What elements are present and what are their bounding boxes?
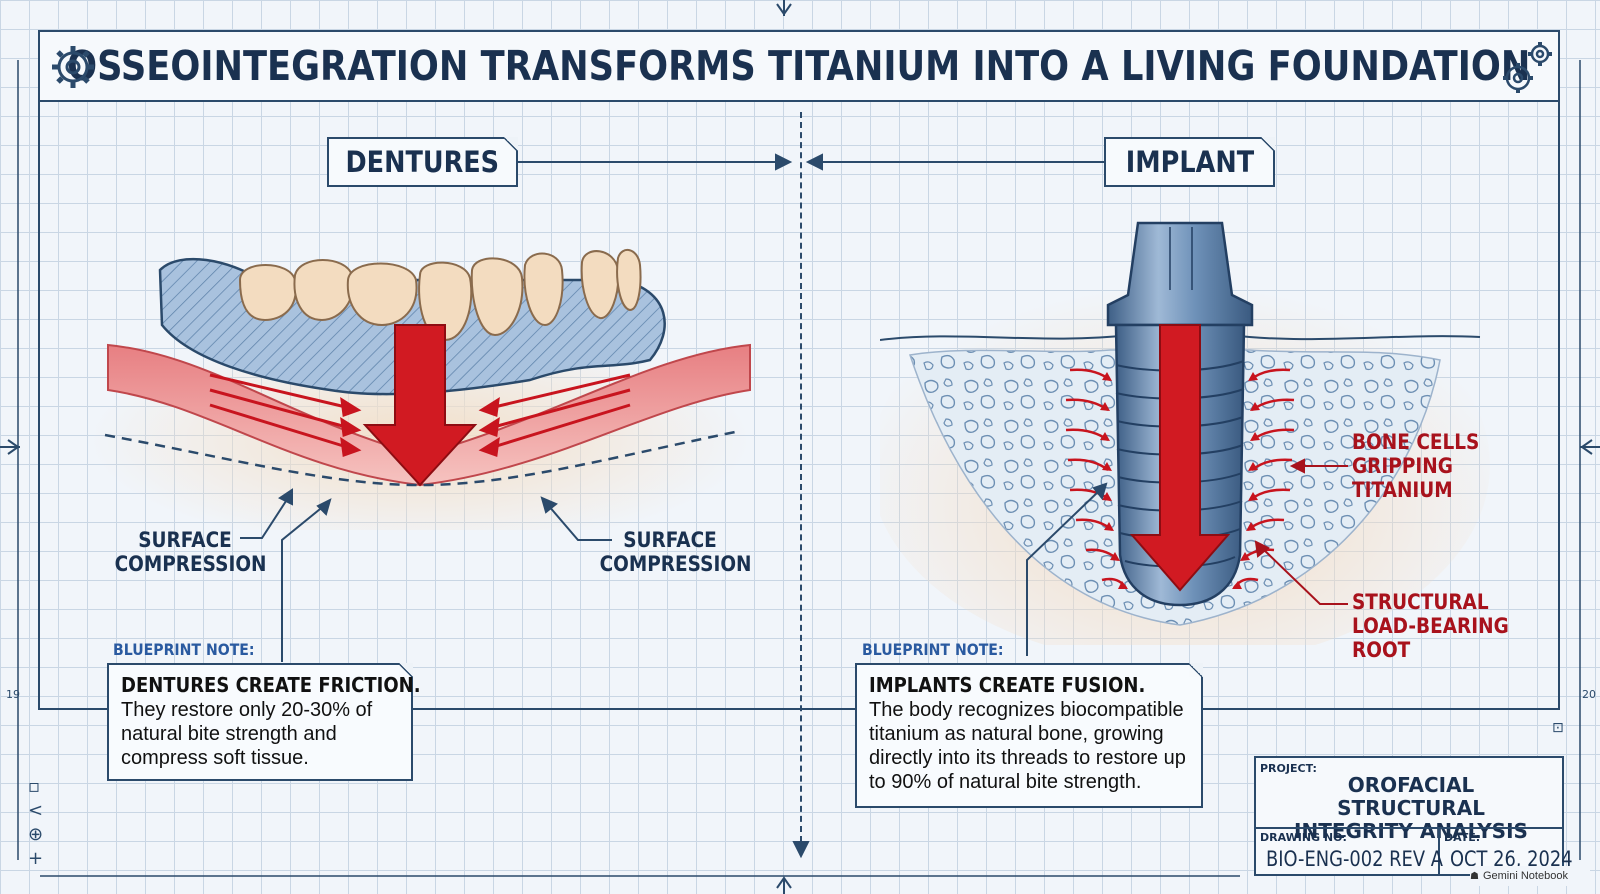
surface-compression-right: SURFACE COMPRESSION [599, 528, 752, 576]
title-bar: OSSEOINTEGRATION TRANSFORMS TITANIUM INT… [38, 30, 1560, 102]
implant-illustration [880, 221, 1490, 645]
surface-compression-left: SURFACE COMPRESSION [114, 528, 267, 576]
center-divider [800, 112, 802, 842]
blueprint-note-label-left: BLUEPRINT NOTE: [113, 640, 255, 659]
title-block: PROJECT: OROFACIAL STRUCTURAL INTEGRITY … [1254, 756, 1573, 876]
date-label: DATE: [1444, 831, 1481, 844]
drawing-label: DRAWING NO: [1260, 831, 1347, 844]
implant-note-heading: IMPLANTS CREATE FUSION. [869, 673, 1146, 697]
chevron-left-icon: < [28, 800, 44, 821]
crosshair-icon: ⊕ [28, 824, 44, 845]
edge-number-right: 20 [1582, 688, 1596, 701]
load-bearing-callout: STRUCTURAL LOAD-BEARING ROOT [1352, 590, 1509, 662]
bone-cells-callout: BONE CELLS GRIPPING TITANIUM [1352, 430, 1480, 502]
gear-icon [1503, 42, 1552, 93]
blueprint-note-label-right: BLUEPRINT NOTE: [862, 640, 1004, 659]
project-label: PROJECT: [1260, 762, 1317, 775]
square-icon: ▫ [28, 776, 41, 797]
edge-number-left: 19 [6, 688, 20, 701]
dentures-label: DENTURES [327, 137, 518, 187]
page-title: OSSEOINTEGRATION TRANSFORMS TITANIUM INT… [67, 42, 1531, 90]
dentures-note: DENTURES CREATE FRICTION. They restore o… [107, 663, 421, 781]
drawing-value: BIO-ENG-002 REV A [1266, 847, 1443, 871]
notebook-icon: ☗ [1470, 870, 1479, 882]
dentures-note-heading: DENTURES CREATE FRICTION. [121, 673, 421, 697]
implant-note-body: The body recognizes biocompatible titani… [869, 699, 1186, 793]
implant-note: IMPLANTS CREATE FUSION. The body recogni… [855, 663, 1203, 808]
frame-corner-icon: ⊡ [1552, 720, 1564, 736]
implant-label: IMPLANT [1104, 137, 1275, 187]
dentures-note-body: They restore only 20-30% of natural bite… [121, 699, 373, 769]
project-value: OROFACIAL STRUCTURAL INTEGRITY ANALYSIS [1294, 773, 1528, 843]
plus-icon: + [28, 848, 44, 869]
watermark-text: Gemini Notebook [1482, 870, 1568, 882]
dentures-illustration [90, 249, 751, 530]
watermark: ☗ Gemini Notebook [1470, 866, 1590, 886]
gear-icon [52, 46, 94, 88]
